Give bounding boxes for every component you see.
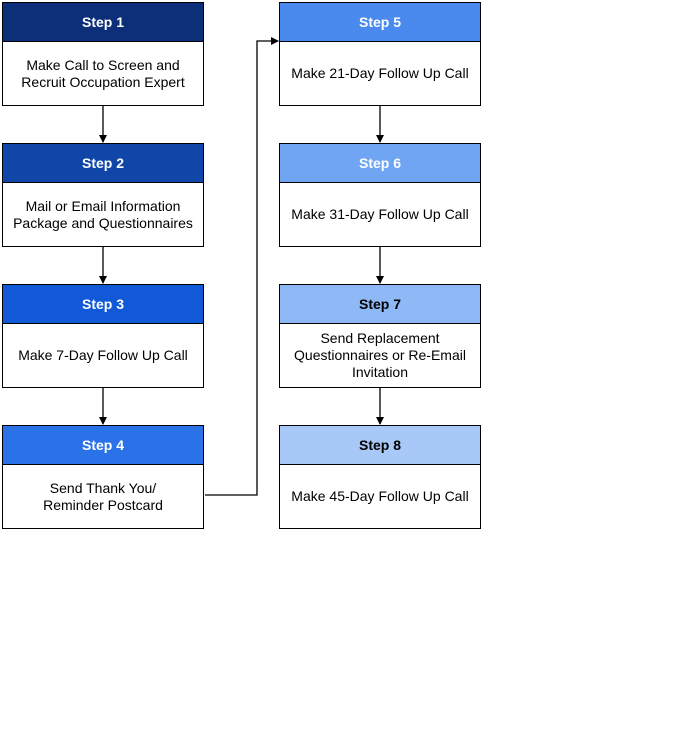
step-4-text: Send Thank You/ Reminder Postcard (43, 479, 163, 513)
step-3-box: Step 3 Make 7-Day Follow Up Call (2, 284, 204, 388)
step-7-box: Step 7 Send Replacement Questionnaires o… (279, 284, 481, 388)
step-6-header: Step 6 (280, 144, 480, 183)
step-7-header: Step 7 (280, 285, 480, 324)
step-1-header: Step 1 (3, 3, 203, 42)
step-1-box: Step 1 Make Call to Screen and Recruit O… (2, 2, 204, 106)
step-6-text: Make 31-Day Follow Up Call (291, 206, 469, 222)
step-7-text: Send Replacement Questionnaires or Re-Em… (294, 330, 466, 380)
step-5-box: Step 5 Make 21-Day Follow Up Call (279, 2, 481, 106)
step-4-box: Step 4 Send Thank You/ Reminder Postcard (2, 425, 204, 529)
step-2-box: Step 2 Mail or Email Information Package… (2, 143, 204, 247)
step-4-header: Step 4 (3, 426, 203, 465)
step-8-header: Step 8 (280, 426, 480, 465)
step-1-text: Make Call to Screen and Recruit Occupati… (21, 56, 185, 90)
arrow-step4-step5 (205, 37, 279, 496)
step-6-box: Step 6 Make 31-Day Follow Up Call (279, 143, 481, 247)
step-3-header: Step 3 (3, 285, 203, 324)
step-3-text: Make 7-Day Follow Up Call (18, 347, 188, 363)
step-8-text: Make 45-Day Follow Up Call (291, 488, 469, 504)
step-5-header: Step 5 (280, 3, 480, 42)
step-5-text: Make 21-Day Follow Up Call (291, 65, 469, 81)
step-2-text: Mail or Email Information Package and Qu… (13, 197, 193, 231)
step-2-header: Step 2 (3, 144, 203, 183)
step-8-box: Step 8 Make 45-Day Follow Up Call (279, 425, 481, 529)
